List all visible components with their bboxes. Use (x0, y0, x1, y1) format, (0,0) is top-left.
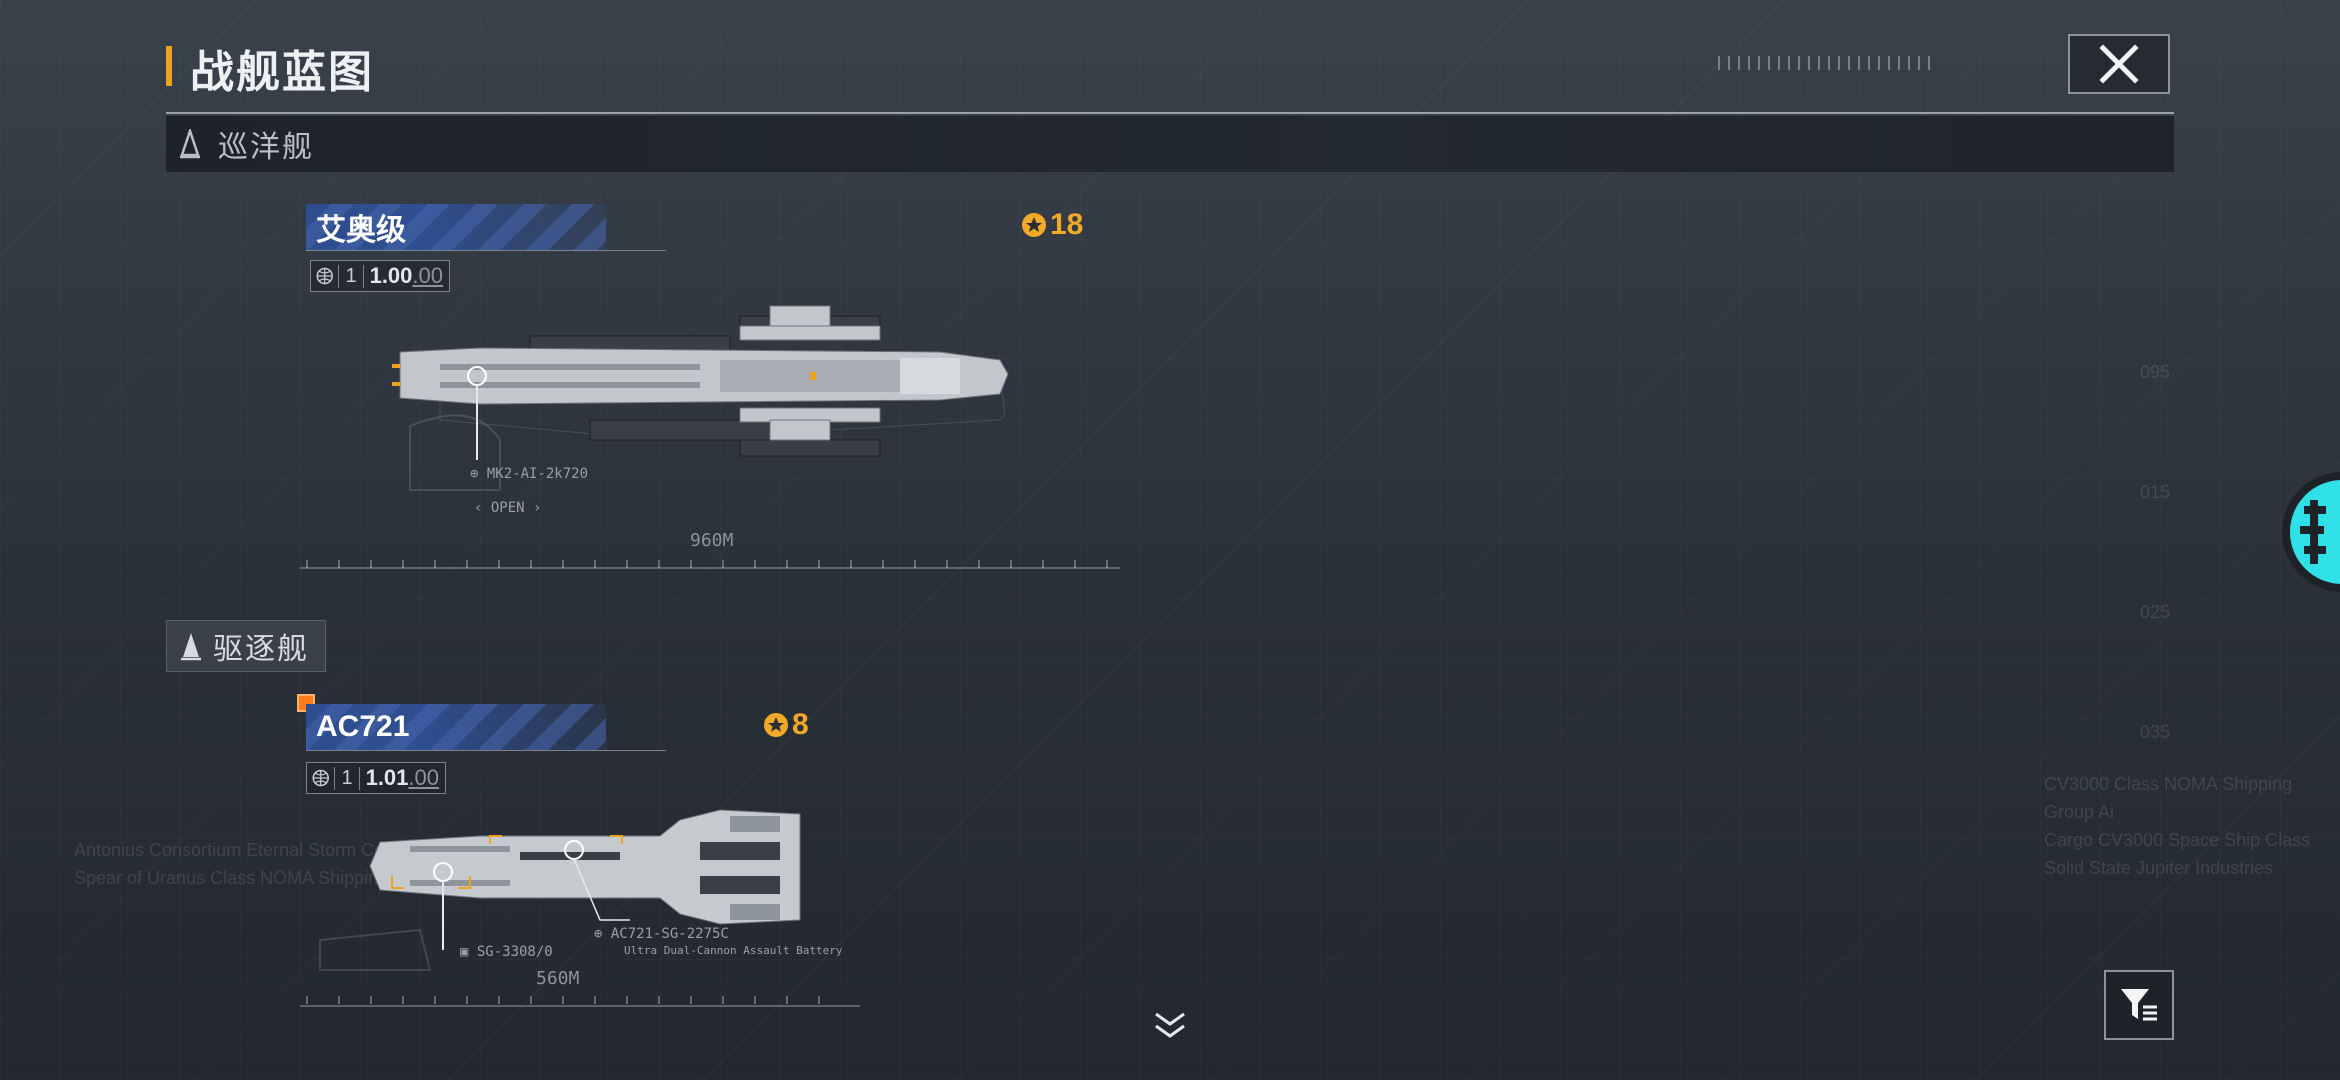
weapon-label: ⊕ AC721-SG-2275C (594, 926, 729, 942)
scale-ruler (306, 996, 846, 1004)
close-button[interactable] (2068, 34, 2170, 94)
background-text-right: CV3000 Class NOMA Shipping Group Ai Carg… (2044, 770, 2340, 882)
ship-cost: 18 (1020, 208, 1083, 242)
globe-icon (312, 769, 329, 787)
ship-name-line (306, 750, 666, 751)
background-line: Solid State Jupiter Industries (2044, 858, 2274, 878)
weapon-label-text: MK2-AI-2k720 (486, 466, 589, 482)
ship-name: AC721 (316, 710, 410, 743)
section-header-destroyer[interactable]: 驱逐舰 (166, 620, 326, 672)
chevron-double-down-icon[interactable] (1152, 1010, 1188, 1045)
background-line: Antonius Consortium Eternal Storm Cele (74, 840, 399, 860)
section-label: 驱逐舰 (213, 633, 309, 666)
ship-stat-box: 1 1.01.00 (306, 762, 446, 794)
ship-class-icon (179, 631, 203, 661)
background-line: Spear of Uranus Class NOMA Shipping Gr (74, 868, 414, 888)
close-icon (2099, 44, 2139, 84)
ship-name-line (306, 250, 666, 251)
background-line: CV3000 Class NOMA Shipping Group Ai (2044, 774, 2293, 822)
ship-card-destroyer[interactable]: AC721 (306, 704, 606, 750)
ship-length: 560M (536, 968, 580, 989)
ship-level: 1 (334, 766, 360, 790)
ship-cost-value: 8 (792, 708, 809, 741)
ship-stat-value: 1.00.00 (369, 263, 443, 288)
secondary-weapon-text: SG-3308/0 (476, 944, 553, 960)
open-label: ‹ OPEN › (474, 500, 542, 516)
ship-level: 1 (338, 264, 364, 288)
ship-name-bar: 艾奥级 (306, 204, 606, 250)
ship-class-icon (178, 129, 202, 159)
header-ticks (1718, 56, 1938, 70)
secondary-weapon-label: ▣ SG-3308/0 (460, 944, 553, 960)
ship-image-destroyer[interactable] (300, 780, 860, 1010)
ship-image-cruiser[interactable] (300, 290, 1120, 580)
ship-cost: 8 (762, 708, 809, 742)
ship-stat-value: 1.01.00 (365, 765, 439, 790)
ship-card-cruiser[interactable]: 艾奥级 (306, 204, 606, 250)
scale-ruler (306, 560, 1116, 568)
medal-icon (1022, 213, 1046, 237)
filter-button[interactable] (2104, 970, 2174, 1040)
ship-name-bar: AC721 (306, 704, 606, 750)
background-line: Cargo CV3000 Space Ship Class (2044, 830, 2311, 850)
filter-icon (2121, 989, 2157, 1021)
ship-stat-suffix: .00 (412, 263, 443, 288)
ship-length: 960M (690, 530, 734, 551)
faction-emblem-icon[interactable] (2280, 470, 2340, 594)
ship-name: 艾奥级 (316, 214, 406, 247)
side-number: 015 (2140, 482, 2171, 502)
globe-icon (316, 267, 333, 285)
weapon-label-text: AC721-SG-2275C (610, 926, 729, 942)
section-label: 巡洋舰 (218, 131, 314, 164)
ship-stat-suffix: .00 (408, 765, 439, 790)
background-text-left: Antonius Consortium Eternal Storm Cele S… (74, 836, 413, 892)
ship-cost-value: 18 (1050, 208, 1084, 241)
side-number: 095 (2140, 362, 2171, 382)
ship-stat-box: 1 1.00.00 (310, 260, 450, 292)
page-title: 战舰蓝图 (190, 48, 374, 97)
weapon-label: ⊕ MK2-AI-2k720 (470, 466, 589, 482)
title-accent (166, 46, 172, 86)
header-divider (166, 112, 2174, 114)
side-number: 025 (2140, 602, 2171, 622)
side-number: 035 (2140, 722, 2171, 742)
weapon-sublabel: Ultra Dual-Cannon Assault Battery (624, 944, 843, 957)
section-header-cruiser[interactable]: 巡洋舰 (166, 116, 2174, 172)
medal-icon (764, 713, 788, 737)
